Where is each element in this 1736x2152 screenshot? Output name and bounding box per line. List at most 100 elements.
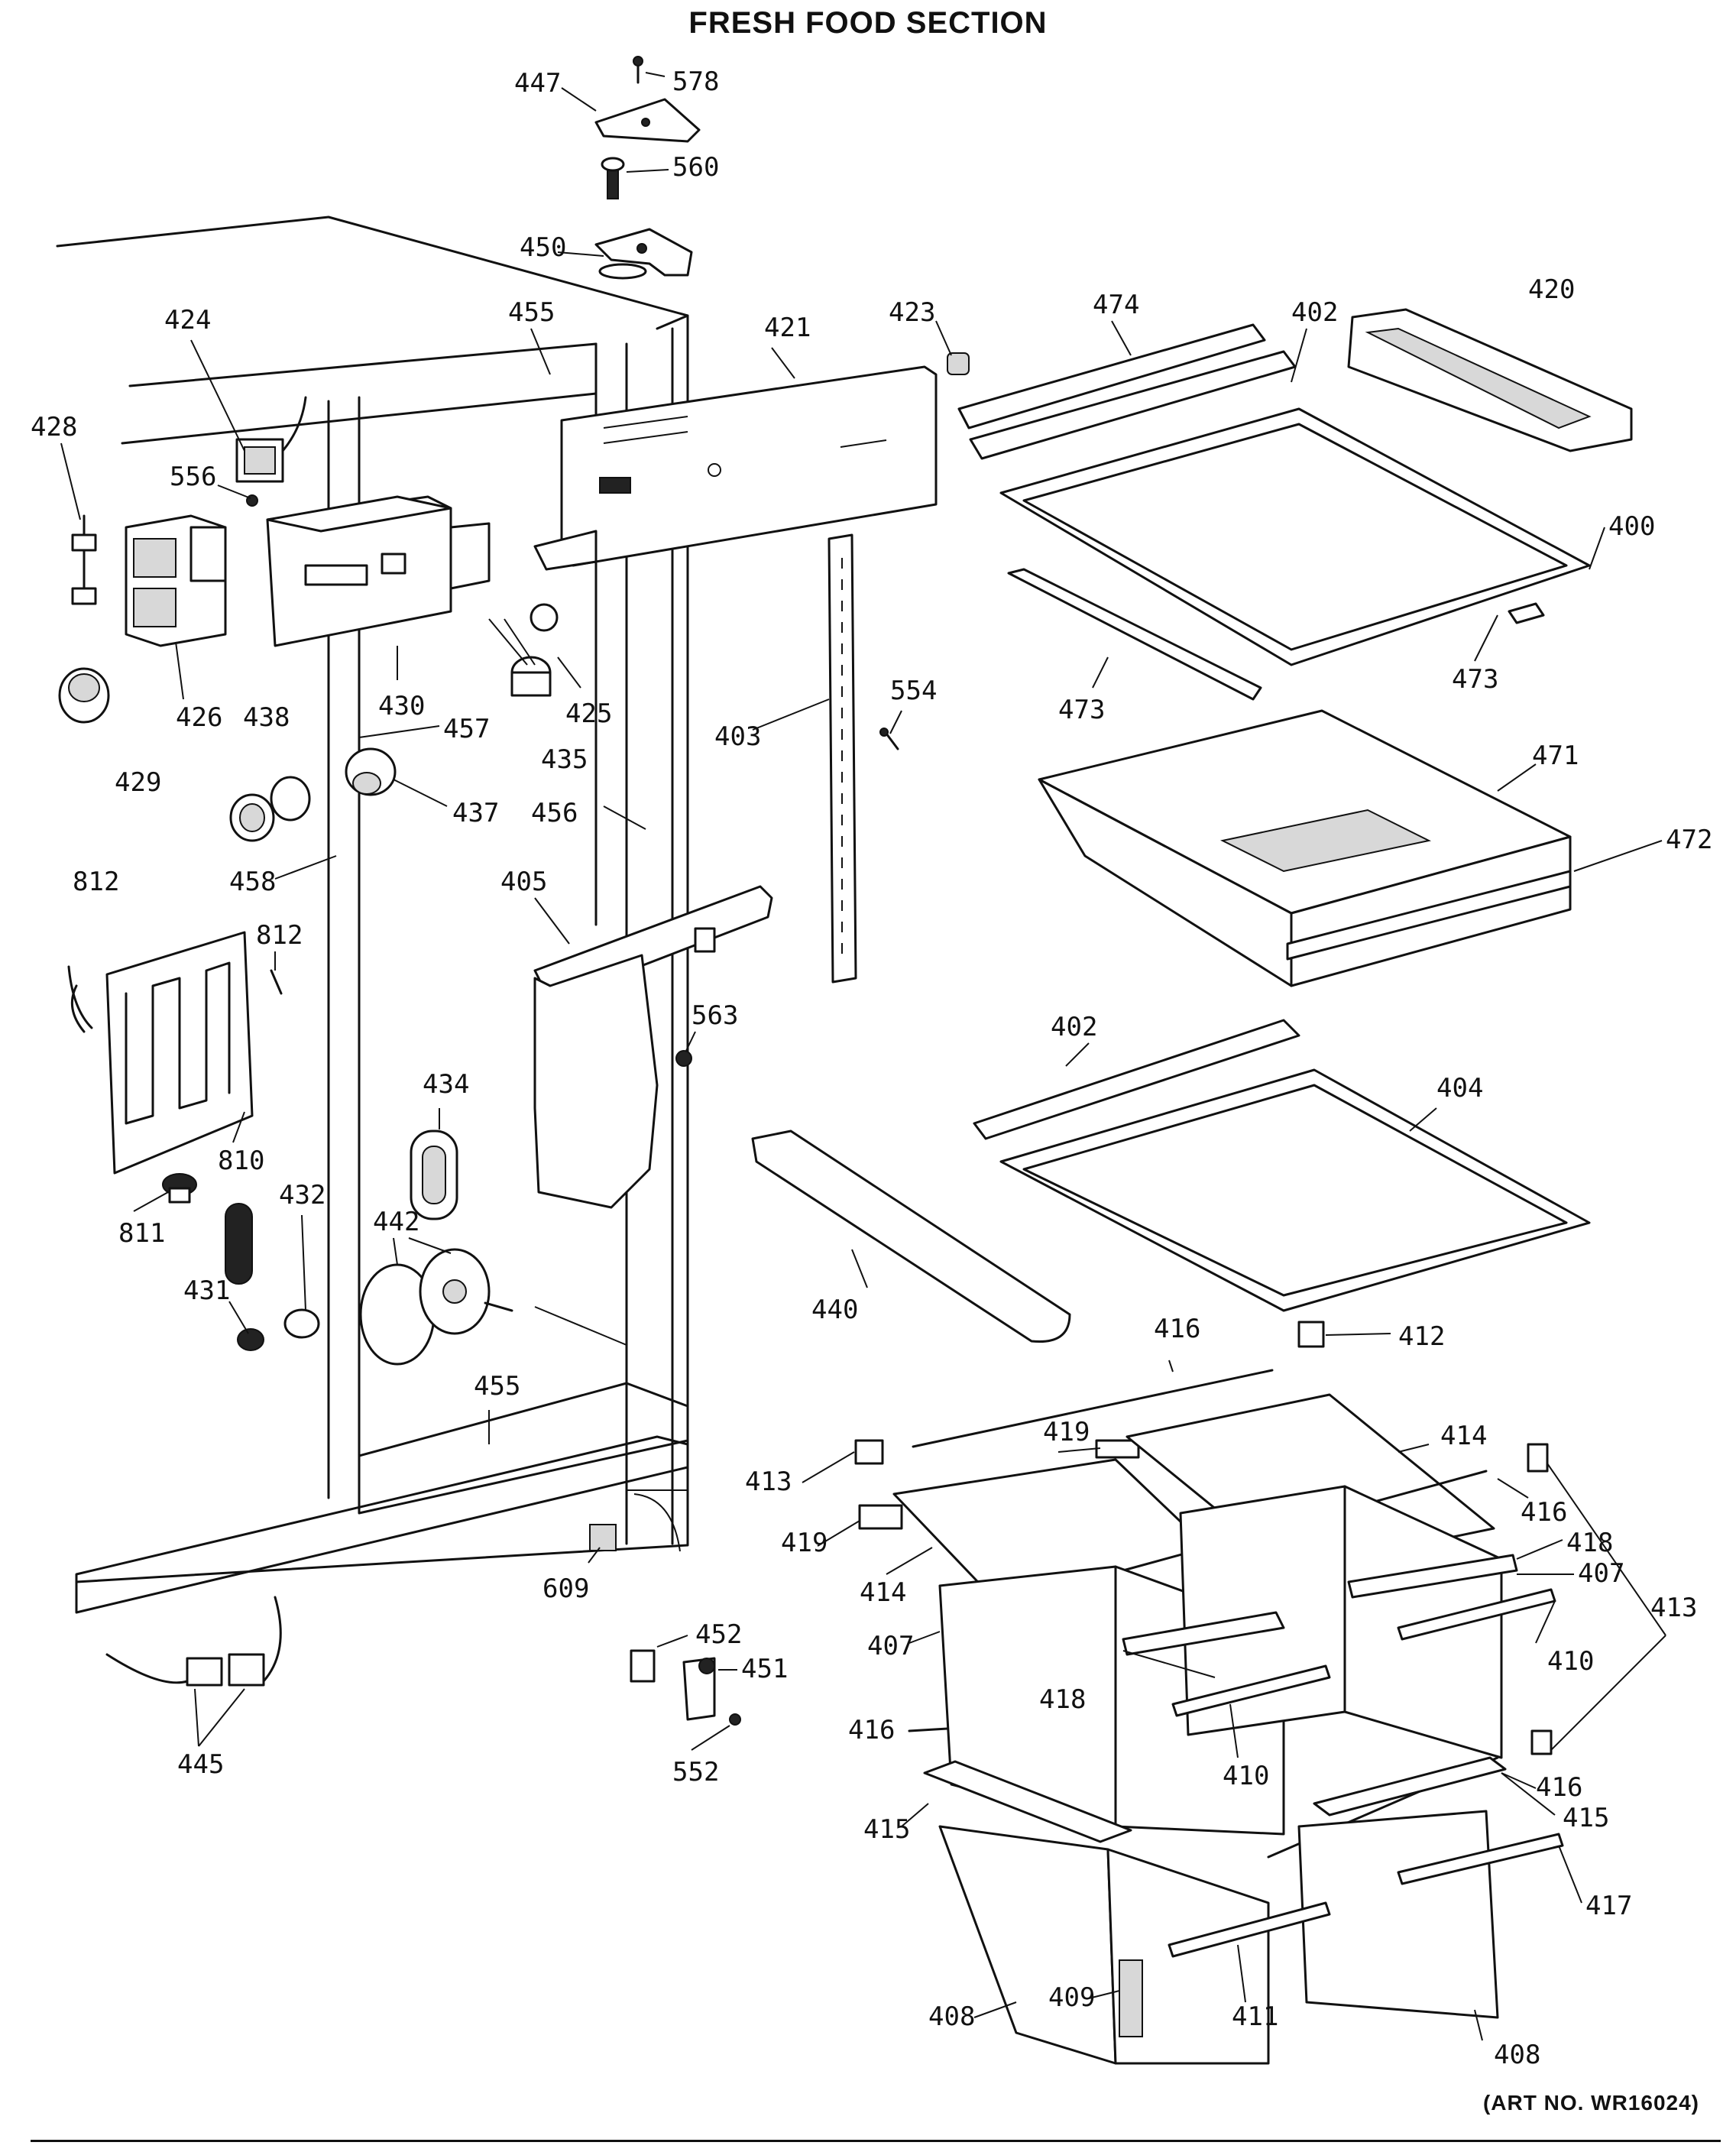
callout-409: 409 (1048, 1982, 1095, 2013)
meat-keeper-420 (1347, 308, 1633, 452)
wire-connector-609 (589, 1524, 617, 1551)
callout-474: 474 (1093, 290, 1139, 320)
shelf-400 (999, 407, 1591, 666)
callout-434: 434 (423, 1069, 469, 1100)
callout-473-left: 473 (1058, 695, 1105, 725)
light-bulb-423 (947, 352, 970, 375)
light-socket-429 (58, 667, 110, 724)
light-shield-434 (410, 1129, 458, 1220)
callout-456: 456 (531, 798, 578, 828)
callout-labels: 447 578 560 450 455 421 423 474 402 420 … (31, 66, 1712, 2070)
bottom-rule (31, 2140, 1721, 2142)
diagram-title: FRESH FOOD SECTION (688, 6, 1048, 40)
callout-430: 430 (378, 691, 425, 721)
thermostat-knob-438 (229, 776, 311, 842)
callout-419-left: 419 (781, 1528, 828, 1558)
screw-563 (675, 1050, 692, 1067)
callout-400: 400 (1608, 511, 1655, 542)
callout-429: 429 (115, 767, 161, 798)
callout-812-left: 812 (73, 867, 119, 897)
callout-473-right: 473 (1452, 664, 1498, 695)
callout-423: 423 (889, 297, 935, 328)
callout-457: 457 (443, 714, 490, 744)
light-switch-428 (71, 514, 97, 605)
pan-cover-418 (1122, 1554, 1518, 1656)
callout-578: 578 (672, 66, 719, 97)
callout-426: 426 (176, 702, 222, 733)
divider-419 (858, 1439, 1140, 1530)
callout-416-bottom: 416 (1536, 1772, 1582, 1803)
callout-410-right: 410 (1547, 1646, 1594, 1677)
callout-445: 445 (177, 1749, 224, 1780)
callout-437: 437 (452, 798, 499, 828)
humidity-slide-409 (1119, 1959, 1143, 2037)
callout-452: 452 (695, 1619, 742, 1650)
callout-458: 458 (229, 867, 276, 897)
callout-416-left: 416 (848, 1715, 895, 1745)
callout-811: 811 (118, 1218, 165, 1249)
callout-554: 554 (890, 676, 937, 706)
shelf-ladder-403 (828, 533, 857, 984)
control-switch-424 (235, 396, 307, 483)
spacer-431 (237, 1308, 320, 1351)
callout-410-left: 410 (1223, 1761, 1269, 1791)
callout-404: 404 (1436, 1073, 1483, 1104)
control-housing-430 (266, 495, 491, 647)
callout-419-top: 419 (1043, 1417, 1090, 1447)
pan-support-413 (854, 1439, 1553, 1755)
pan-handle-411 (1168, 1901, 1331, 1958)
callout-472: 472 (1666, 825, 1712, 855)
callout-810: 810 (218, 1146, 264, 1176)
screw-554 (879, 728, 899, 750)
callout-402-mid: 402 (1051, 1012, 1097, 1042)
hinge-pin-560 (601, 157, 625, 199)
callout-412: 412 (1398, 1321, 1445, 1352)
crisper-cover-472 (1286, 870, 1572, 961)
callout-563: 563 (691, 1000, 738, 1031)
callout-552: 552 (672, 1757, 719, 1787)
callout-432: 432 (279, 1180, 326, 1210)
hinge-cover-447 (594, 98, 701, 143)
callout-447: 447 (514, 68, 561, 99)
callout-455-bottom: 455 (474, 1371, 520, 1402)
callout-418-left: 418 (1039, 1684, 1086, 1715)
callout-408-left: 408 (928, 2001, 975, 2032)
callout-451: 451 (741, 1654, 788, 1684)
callout-428: 428 (31, 412, 77, 442)
callout-413-right: 413 (1650, 1593, 1697, 1623)
thermostat-811 (162, 1173, 197, 1204)
callout-405: 405 (500, 867, 547, 897)
pan-handle-417 (1397, 1833, 1564, 1885)
callout-425: 425 (565, 698, 612, 729)
callout-414-right: 414 (1440, 1421, 1487, 1451)
callout-609: 609 (542, 1573, 589, 1604)
callout-435: 435 (541, 744, 588, 775)
callout-413-left: 413 (745, 1467, 792, 1497)
callout-431: 431 (183, 1275, 230, 1306)
callout-556: 556 (170, 462, 216, 492)
callout-450: 450 (520, 232, 566, 263)
wire-812 (67, 965, 283, 1029)
shelf-bracket-405 (533, 885, 773, 1209)
hinge-plate-452 (630, 1649, 656, 1683)
top-hinge-450 (594, 228, 693, 280)
leader-lines (60, 72, 1666, 2041)
lamp-socket-435 (488, 618, 552, 697)
grommet-437 (345, 747, 397, 796)
damper-control-442 (359, 1248, 513, 1366)
pan-frame-415 (923, 1756, 1507, 1843)
wire-harness-445 (105, 1596, 282, 1687)
callout-415-right: 415 (1563, 1803, 1609, 1833)
cover-rod-416-top (912, 1369, 1274, 1448)
callout-442: 442 (373, 1207, 419, 1237)
callout-424: 424 (164, 305, 211, 335)
art-number: (ART NO. WR16024) (1482, 2091, 1699, 2115)
callout-417: 417 (1585, 1891, 1632, 1921)
heater-assembly-810 (70, 931, 254, 1175)
shelf-404 (999, 1068, 1591, 1312)
callout-421: 421 (764, 313, 811, 343)
callout-408-right: 408 (1494, 2040, 1540, 2070)
shelf-rail-473 (1007, 568, 1545, 701)
screw-552 (729, 1713, 741, 1726)
